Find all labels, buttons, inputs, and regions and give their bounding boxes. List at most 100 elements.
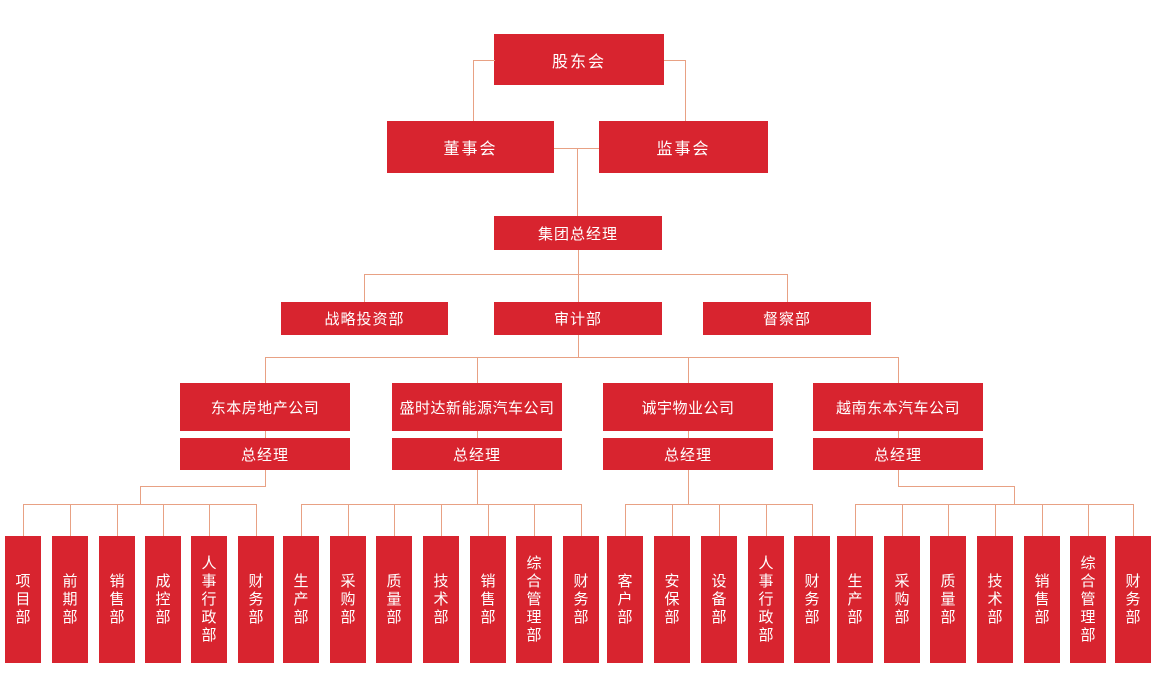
node-group-general-manager: 集团总经理 — [494, 216, 662, 250]
connector — [394, 504, 395, 536]
node-strategic-investment-dept: 战略投资部 — [281, 302, 448, 335]
dept-label: 生产部 — [845, 572, 864, 627]
node-label: 股东会 — [551, 51, 606, 71]
connector — [488, 504, 489, 536]
dept-box: 销售部 — [470, 536, 506, 663]
dept-label: 生产部 — [291, 572, 310, 627]
connector — [534, 504, 535, 536]
connector — [1088, 504, 1089, 536]
dept-box: 项目部 — [5, 536, 41, 663]
dept-label: 财务部 — [571, 572, 590, 627]
dept-label: 项目部 — [13, 572, 32, 627]
dept-box: 采购部 — [884, 536, 920, 663]
dept-label: 财务部 — [1123, 572, 1142, 627]
node-label: 总经理 — [240, 445, 289, 464]
dept-label: 技术部 — [985, 572, 1004, 627]
dept-box: 前期部 — [52, 536, 88, 663]
dept-box: 综合管理部 — [1070, 536, 1106, 663]
dept-box: 财务部 — [238, 536, 274, 663]
connector — [441, 504, 442, 536]
dept-box: 质量部 — [930, 536, 966, 663]
node-label: 董事会 — [443, 139, 498, 158]
node-supervisory-board: 监事会 — [599, 121, 768, 173]
dept-label: 综合管理部 — [1078, 554, 1097, 645]
dept-box: 财务部 — [794, 536, 830, 663]
connector — [117, 504, 118, 536]
node-gm-company-3: 总经理 — [603, 438, 773, 470]
connector — [70, 504, 71, 536]
node-label: 总经理 — [452, 445, 501, 464]
connector — [209, 504, 210, 536]
node-board-of-directors: 董事会 — [387, 121, 554, 173]
dept-box: 销售部 — [1024, 536, 1060, 663]
connector — [672, 504, 673, 536]
connector — [265, 431, 266, 438]
node-audit-dept: 审计部 — [494, 302, 662, 335]
node-company-dongben-realestate: 东本房地产公司 — [180, 383, 350, 431]
connector — [948, 504, 949, 536]
connector — [685, 60, 686, 121]
dept-label: 销售部 — [107, 572, 126, 627]
connector — [477, 431, 478, 438]
dept-box: 生产部 — [837, 536, 873, 663]
connector — [577, 148, 578, 216]
dept-label: 销售部 — [478, 572, 497, 627]
connector — [265, 357, 266, 383]
dept-box: 销售部 — [99, 536, 135, 663]
connector — [855, 504, 856, 536]
connector — [140, 486, 141, 504]
connector — [578, 335, 579, 357]
node-label: 总经理 — [663, 445, 712, 464]
dept-box: 生产部 — [283, 536, 319, 663]
dept-label: 客户部 — [615, 572, 634, 627]
dept-label: 人事行政部 — [756, 554, 775, 645]
dept-label: 采购部 — [338, 572, 357, 627]
connector — [554, 148, 599, 149]
dept-label: 前期部 — [60, 572, 79, 627]
dept-box: 客户部 — [607, 536, 643, 663]
connector — [688, 431, 689, 438]
connector — [898, 486, 1015, 487]
dept-label: 销售部 — [1032, 572, 1051, 627]
dept-label: 财务部 — [246, 572, 265, 627]
node-label: 诚宇物业公司 — [641, 398, 735, 417]
dept-box: 技术部 — [423, 536, 459, 663]
node-label: 战略投资部 — [324, 310, 405, 328]
connector — [23, 504, 257, 505]
dept-label: 成控部 — [153, 572, 172, 627]
connector — [163, 504, 164, 536]
dept-label: 设备部 — [709, 572, 728, 627]
node-company-chengyu-property: 诚宇物业公司 — [603, 383, 773, 431]
connector — [664, 60, 685, 61]
connector — [364, 274, 788, 275]
node-gm-company-2: 总经理 — [392, 438, 562, 470]
connector — [719, 504, 720, 536]
connector — [625, 504, 626, 536]
node-shareholders-meeting: 股东会 — [494, 34, 664, 85]
node-label: 盛时达新能源汽车公司 — [399, 398, 555, 417]
connector — [688, 470, 689, 504]
dept-label: 综合管理部 — [524, 554, 543, 645]
connector — [855, 504, 1134, 505]
node-label: 总经理 — [873, 445, 922, 464]
connector — [477, 357, 478, 383]
connector — [473, 60, 495, 61]
dept-box: 综合管理部 — [516, 536, 552, 663]
connector — [688, 357, 689, 383]
dept-label: 质量部 — [384, 572, 403, 627]
connector — [898, 431, 899, 438]
connector — [265, 357, 899, 358]
dept-label: 财务部 — [802, 572, 821, 627]
node-label: 监事会 — [656, 139, 711, 158]
connector — [787, 274, 788, 302]
node-label: 审计部 — [553, 310, 602, 328]
node-company-shengshida-nev: 盛时达新能源汽车公司 — [392, 383, 562, 431]
dept-label: 采购部 — [892, 572, 911, 627]
connector — [473, 60, 474, 121]
connector — [348, 504, 349, 536]
connector — [265, 470, 266, 487]
dept-box: 财务部 — [563, 536, 599, 663]
node-label: 集团总经理 — [537, 224, 618, 243]
dept-label: 技术部 — [431, 572, 450, 627]
dept-box: 财务部 — [1115, 536, 1151, 663]
